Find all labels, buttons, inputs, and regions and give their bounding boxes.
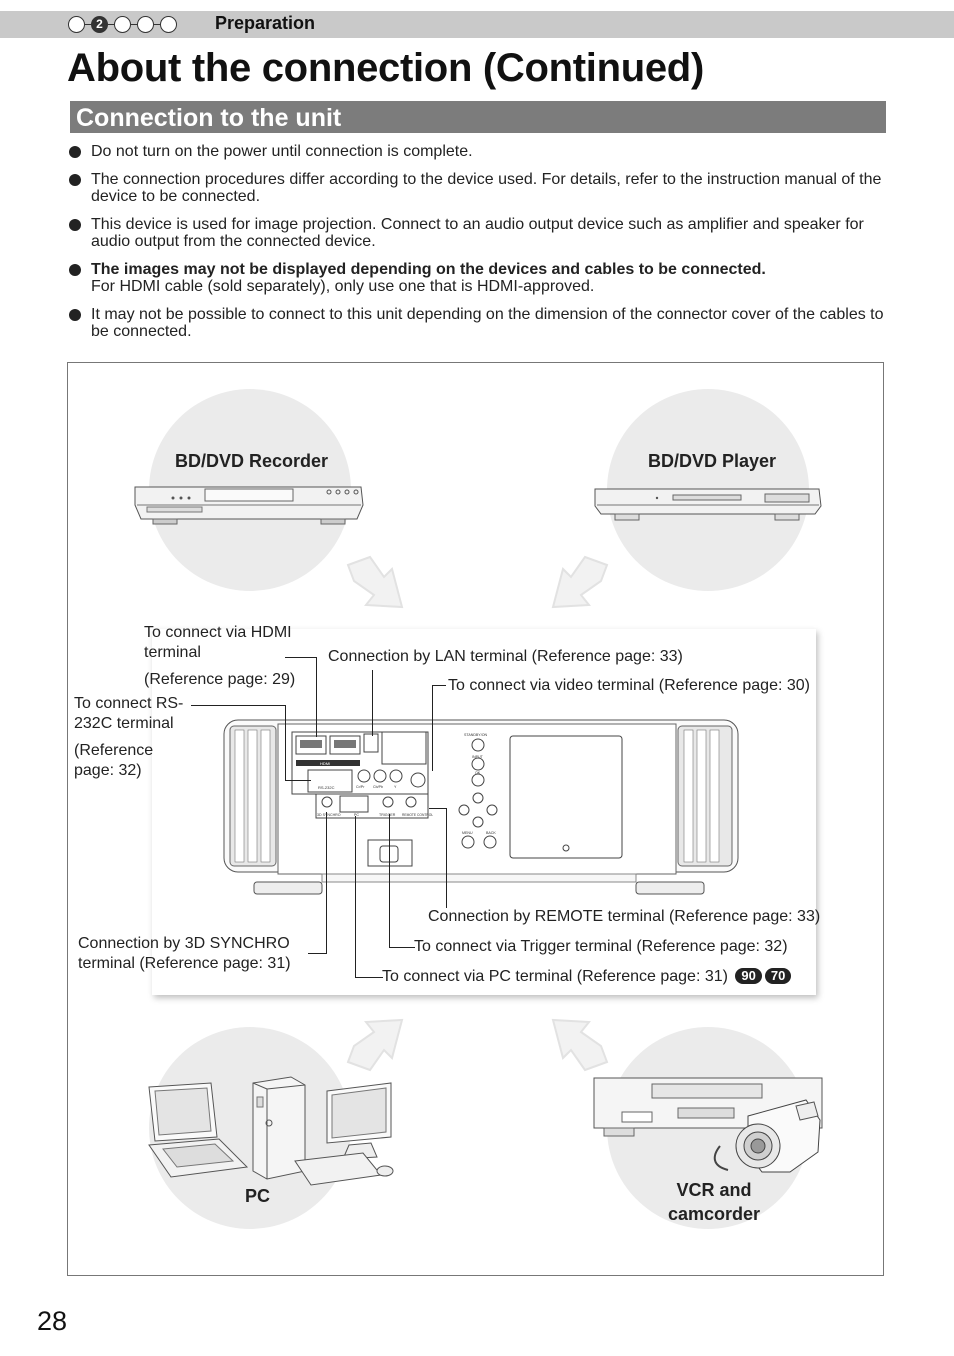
list-item: The images may not be displayed dependin… xyxy=(68,261,888,296)
connection-diagram xyxy=(67,362,884,1276)
rs232-callout-ref: page: 32) xyxy=(74,762,142,779)
lan-callout: Connection by LAN terminal (Reference pa… xyxy=(328,648,683,665)
hdmi-callout-line: To connect via HDMI xyxy=(144,624,292,641)
notes-list: Do not turn on the power until connectio… xyxy=(68,143,888,351)
note-text: It may not be possible to connect to thi… xyxy=(91,305,884,341)
recorder-label: BD/DVD Recorder xyxy=(175,451,329,471)
pc-leader xyxy=(355,977,383,978)
recorder-illustration xyxy=(134,486,364,525)
page-number: 28 xyxy=(37,1306,68,1336)
hdmi-callout: To connect via HDMI terminal (Reference … xyxy=(144,623,295,690)
pc-callout: To connect via PC terminal (Reference pa… xyxy=(382,967,792,987)
panel-trigger-text: TRIGGER xyxy=(379,813,396,817)
step-4 xyxy=(137,15,154,33)
rs232-leader xyxy=(285,780,311,781)
panel-standby-text: STANDBY/ON xyxy=(464,733,488,737)
player-illustration xyxy=(594,488,822,521)
panel-rs232c-text: RS-232C xyxy=(318,785,335,790)
list-item: Do not turn on the power until connectio… xyxy=(68,143,888,161)
step-connector xyxy=(154,23,160,25)
note-text: This device is used for image projection… xyxy=(91,215,864,251)
video-leader xyxy=(432,685,433,771)
rs232-callout-ref: (Reference xyxy=(74,742,154,759)
note-text: The connection procedures differ accordi… xyxy=(91,170,882,206)
trigger-leader xyxy=(389,814,390,948)
panel-cb-text: Cb/Pb xyxy=(373,785,383,789)
synchro-leader xyxy=(308,953,327,954)
trigger-leader xyxy=(389,947,415,948)
rs232-callout-line: To connect RS- xyxy=(74,695,184,712)
subheading: Connection to the unit xyxy=(70,101,886,133)
panel-remote-text: REMOTE CONTROL xyxy=(402,813,433,817)
pc-label: PC xyxy=(245,1186,271,1206)
panel-y-text: Y xyxy=(394,785,397,789)
hdmi-leader xyxy=(316,657,317,737)
page-title: About the connection (Continued) xyxy=(67,46,704,90)
model-badge: 90 xyxy=(735,968,762,984)
rs232-callout-line: 232C terminal xyxy=(74,715,174,732)
step-3 xyxy=(114,15,131,33)
trigger-callout: To connect via Trigger terminal (Referen… xyxy=(414,938,788,955)
header-bar xyxy=(0,11,954,38)
model-badge: 70 xyxy=(764,968,792,984)
remote-callout: Connection by REMOTE terminal (Reference… xyxy=(428,908,821,925)
step-1 xyxy=(68,15,85,33)
note-bold: The images may not be displayed dependin… xyxy=(91,260,766,278)
list-item: It may not be possible to connect to thi… xyxy=(68,306,888,341)
synchro-leader xyxy=(326,812,327,954)
step-2-active: 2 xyxy=(91,15,108,33)
step-connector xyxy=(85,23,91,25)
video-leader xyxy=(432,685,446,686)
lan-leader xyxy=(372,670,373,736)
pc-leader xyxy=(355,816,356,978)
arrow-down-left-icon xyxy=(551,555,609,609)
rs232-leader xyxy=(285,705,286,781)
list-item: The connection procedures differ accordi… xyxy=(68,171,888,206)
step-indicator: 2 xyxy=(68,14,177,34)
player-label: BD/DVD Player xyxy=(648,451,777,471)
panel-back-text: BACK xyxy=(486,831,496,835)
hdmi-leader xyxy=(285,657,317,658)
pc-callout-text: To connect via PC terminal (Reference pa… xyxy=(382,968,728,985)
remote-leader xyxy=(429,808,447,809)
note-text: For HDMI cable (sold separately), only u… xyxy=(91,278,595,295)
panel-hdmi-text: HDMI xyxy=(320,761,330,766)
step-connector xyxy=(108,23,114,25)
synchro-callout-line: Connection by 3D SYNCHRO xyxy=(78,935,290,952)
panel-pc-text: PC xyxy=(354,813,359,817)
section-label: Preparation xyxy=(215,13,316,33)
hdmi-callout-line: terminal xyxy=(144,644,201,661)
synchro-callout: Connection by 3D SYNCHRO terminal (Refer… xyxy=(78,934,291,974)
panel-menu-text: MENU xyxy=(462,831,473,835)
pc-illustration xyxy=(148,1076,394,1186)
step-connector xyxy=(131,23,137,25)
vcr-label-line2: camcorder xyxy=(667,1204,761,1224)
panel-ok-text: OK xyxy=(475,771,481,775)
panel-cr-text: Cr/Pr xyxy=(356,785,365,789)
step-5 xyxy=(160,15,177,33)
vcr-label: VCR and camcorder xyxy=(654,1178,774,1226)
arrow-up-right-icon xyxy=(346,1018,404,1072)
vcr-label-line1: VCR and xyxy=(676,1180,752,1200)
panel-input-text: INPUT xyxy=(472,755,484,759)
video-callout: To connect via video terminal (Reference… xyxy=(448,677,810,694)
rs232-callout: To connect RS- 232C terminal (Reference … xyxy=(74,694,183,781)
list-item: This device is used for image projection… xyxy=(68,216,888,251)
rs232-leader xyxy=(191,705,286,706)
vcr-illustration xyxy=(593,1077,823,1173)
synchro-callout-line: terminal (Reference page: 31) xyxy=(78,955,291,972)
projector-rear-illustration: HDMI RS-232C Cr/Pr Cb/Pb Y 3D SYNCHRO PC… xyxy=(223,719,739,895)
note-text: Do not turn on the power until connectio… xyxy=(91,143,473,160)
remote-leader xyxy=(446,808,447,908)
arrow-down-right-icon xyxy=(346,555,404,609)
arrow-up-left-icon xyxy=(551,1018,609,1072)
panel-synchro-text: 3D SYNCHRO xyxy=(317,813,341,817)
hdmi-callout-ref: (Reference page: 29) xyxy=(144,671,296,688)
